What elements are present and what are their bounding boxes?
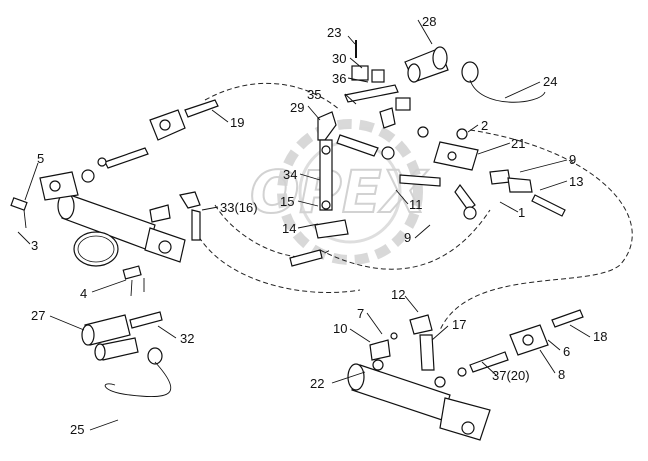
callout-9-bottom: 9 bbox=[404, 230, 411, 245]
valve-19 bbox=[97, 99, 219, 169]
callout-7: 7 bbox=[357, 306, 364, 321]
coupler-28 bbox=[404, 46, 449, 83]
hose-clamp-ring bbox=[73, 231, 119, 267]
callout-12: 12 bbox=[391, 287, 405, 302]
callout-33-16: 33(16) bbox=[220, 200, 258, 215]
fitting-32 bbox=[129, 311, 163, 329]
callout-29: 29 bbox=[290, 100, 304, 115]
center-fittings bbox=[289, 84, 468, 267]
callout-4: 4 bbox=[80, 286, 87, 301]
callout-14: 14 bbox=[282, 221, 296, 236]
valve-8-18 bbox=[457, 309, 584, 377]
callout-21: 21 bbox=[511, 136, 525, 151]
callout-22: 22 bbox=[310, 376, 324, 391]
callout-labels: 23 28 30 36 24 35 29 19 2 5 21 9 34 13 1… bbox=[31, 14, 607, 437]
dust-cap-25 bbox=[104, 347, 172, 398]
pin-4 bbox=[122, 265, 145, 297]
callout-37-20: 37(20) bbox=[492, 368, 530, 383]
callout-17: 17 bbox=[452, 317, 466, 332]
valve-block-21 bbox=[433, 141, 566, 220]
callout-10: 10 bbox=[333, 321, 347, 336]
callout-28: 28 bbox=[422, 14, 436, 29]
callout-27: 27 bbox=[31, 308, 45, 323]
quick-coupler-27 bbox=[81, 314, 139, 361]
callout-19: 19 bbox=[230, 115, 244, 130]
callout-36: 36 bbox=[332, 71, 346, 86]
watermark-text: OPEX bbox=[250, 158, 429, 226]
callout-3: 3 bbox=[31, 238, 38, 253]
callout-13: 13 bbox=[569, 174, 583, 189]
callout-2: 2 bbox=[481, 118, 488, 133]
callout-6: 6 bbox=[563, 344, 570, 359]
elbow-fitting-33 bbox=[149, 191, 201, 241]
left-hydraulic-cylinder bbox=[39, 169, 186, 263]
callout-30: 30 bbox=[332, 51, 346, 66]
callout-25: 25 bbox=[70, 422, 84, 437]
callout-34: 34 bbox=[283, 167, 297, 182]
callout-5: 5 bbox=[37, 151, 44, 166]
callout-18: 18 bbox=[593, 329, 607, 344]
watermark-logo: OPEX bbox=[249, 119, 430, 265]
callout-32: 32 bbox=[180, 331, 194, 346]
elbow-fittings-7-10-12-17 bbox=[369, 314, 435, 371]
callout-9-top: 9 bbox=[569, 152, 576, 167]
pin-5 bbox=[10, 197, 28, 229]
leader-lines bbox=[17, 19, 591, 431]
callout-15: 15 bbox=[280, 194, 294, 209]
callout-23: 23 bbox=[327, 25, 341, 40]
callout-24: 24 bbox=[543, 74, 557, 89]
right-hydraulic-cylinder bbox=[347, 359, 491, 441]
callout-8: 8 bbox=[558, 367, 565, 382]
dust-cap-24 bbox=[461, 61, 546, 103]
callout-11: 11 bbox=[409, 197, 423, 212]
callout-35: 35 bbox=[307, 87, 321, 102]
callout-1: 1 bbox=[518, 205, 525, 220]
